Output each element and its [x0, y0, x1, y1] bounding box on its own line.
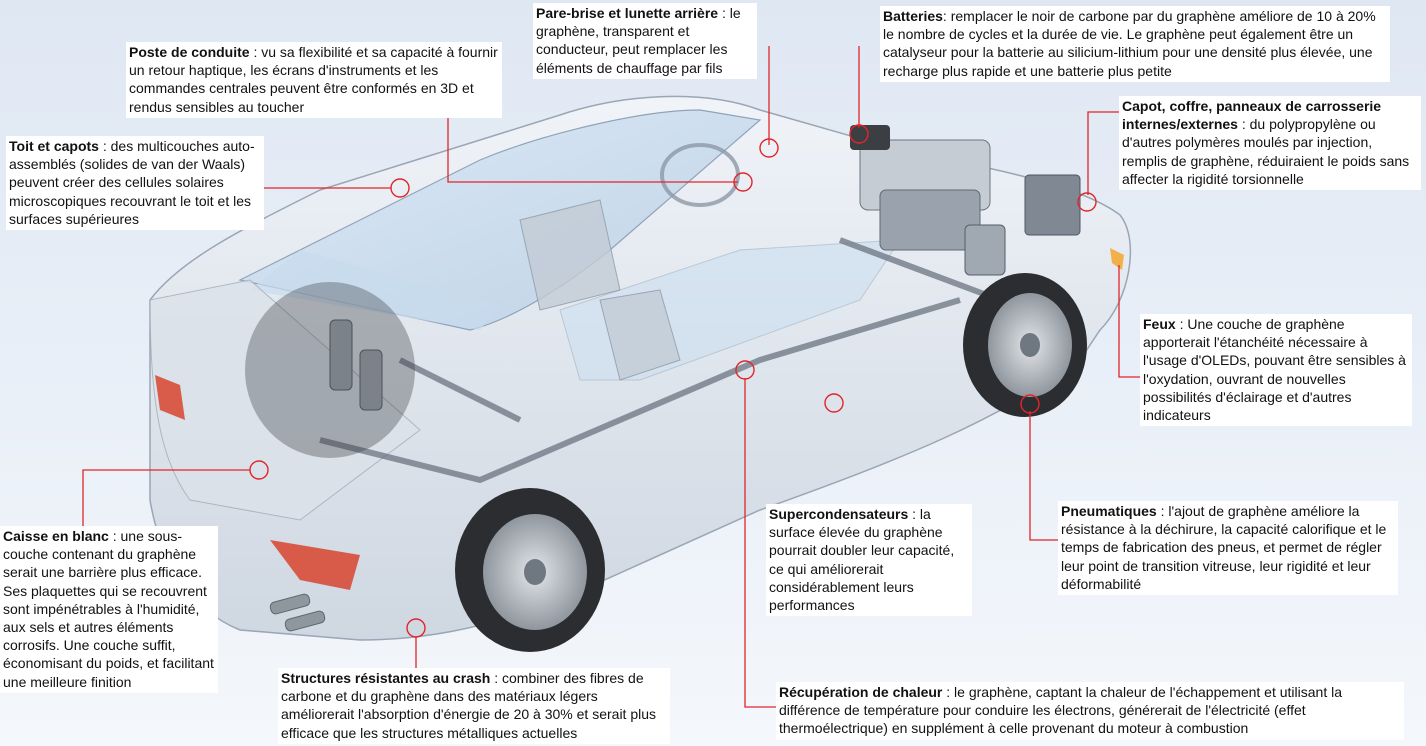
trunk [149, 279, 421, 521]
callout-title: Pneumatiques [1061, 503, 1157, 519]
callout-pneumatiques: Pneumatiques : l'ajout de graphène améli… [1058, 501, 1398, 596]
callout-text: remplacer le noir de carbone par du grap… [883, 8, 1376, 79]
callout-title: Structures résistantes au crash [281, 670, 491, 686]
wheel-rear-right [455, 488, 605, 652]
callout-title: Supercondensateurs [769, 506, 909, 522]
leader-lines [82, 46, 1140, 708]
callout-text: vu sa flexibilité et sa capacité à fourn… [129, 44, 498, 115]
callout-text: le graphène, transparent et conducteur, … [536, 5, 741, 76]
callout-text: combiner des fibres de carbone et du gra… [281, 670, 657, 741]
callout-batteries: Batteries: remplacer le noir de carbone … [880, 6, 1390, 82]
callout-text: l'ajout de graphène améliore la résistan… [1061, 503, 1387, 592]
callout-caisse: Caisse en blanc : une sous-couche conten… [0, 526, 218, 693]
callout-supercondensateurs: Supercondensateurs : la surface élevée d… [766, 504, 972, 617]
hotspots [249, 124, 1097, 638]
interior [519, 143, 740, 381]
callout-title: Récupération de chaleur [779, 684, 943, 700]
callout-title: Toit et capots [9, 138, 99, 154]
wheel-rear [245, 282, 415, 458]
callout-text: Une couche de graphène apporterait l'éta… [1143, 316, 1406, 424]
callout-text: du polypropylène ou d'autres polymères m… [1122, 116, 1410, 187]
callout-feux: Feux : Une couche de graphène apporterai… [1140, 314, 1412, 427]
callout-text: le graphène, captant la chaleur de l'éch… [779, 684, 1342, 737]
taillight-left [155, 375, 185, 420]
callout-text: une sous-couche contenant du graphène se… [3, 528, 214, 690]
exhaust-pipes [269, 593, 326, 632]
callout-poste-conduite: Poste de conduite : vu sa flexibilité et… [126, 42, 502, 118]
callout-title: Pare-brise et lunette arrière [536, 5, 719, 21]
callout-capot: Capot, coffre, panneaux de carrosserie i… [1119, 96, 1421, 191]
rear-window-glass [250, 250, 500, 330]
callout-title: Poste de conduite [129, 44, 250, 60]
callout-recuperation: Récupération de chaleur : le graphène, c… [776, 682, 1404, 740]
rear-bumper-reflector [270, 540, 360, 590]
callout-structures: Structures résistantes au crash : combin… [278, 668, 670, 744]
wheel-front-right [963, 273, 1087, 417]
callout-toit: Toit et capots : des multicouches auto-a… [6, 136, 264, 231]
callout-title: Feux [1143, 316, 1176, 332]
callout-text: des multicouches auto-assemblés (solides… [9, 138, 255, 227]
drivetrain [319, 237, 1002, 484]
callout-title: Batteries [883, 8, 943, 24]
callout-text: la surface élevée du graphène pourrait d… [769, 506, 955, 614]
rear-suspension [329, 319, 383, 411]
headlight [1110, 248, 1124, 270]
callout-title: Caisse en blanc [3, 528, 109, 544]
engine [850, 125, 1081, 276]
callout-pare-brise: Pare-brise et lunette arrière : le graph… [533, 3, 757, 79]
callout-title: Capot, coffre, panneaux de carrosserie i… [1122, 98, 1382, 133]
